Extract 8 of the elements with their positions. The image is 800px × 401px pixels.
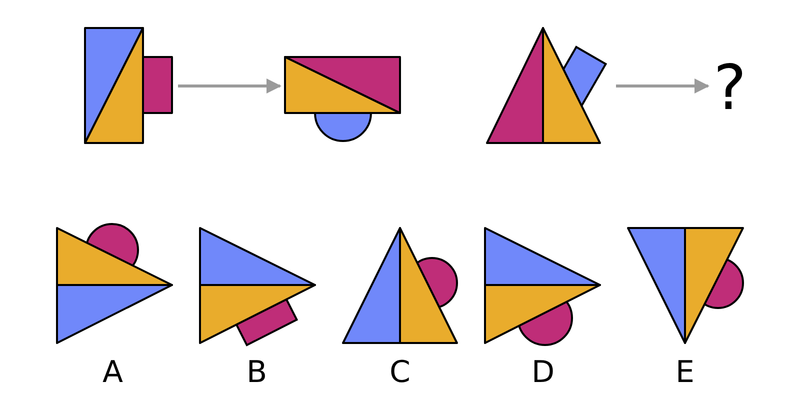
option-letter: C <box>390 356 410 390</box>
option-letter: D <box>532 356 555 390</box>
arrow <box>178 78 282 94</box>
question-mark: ? <box>708 48 752 128</box>
option-letter: E <box>676 356 694 390</box>
arrow <box>616 78 710 94</box>
option-letter: A <box>102 356 124 390</box>
option-letter: B <box>246 356 268 390</box>
